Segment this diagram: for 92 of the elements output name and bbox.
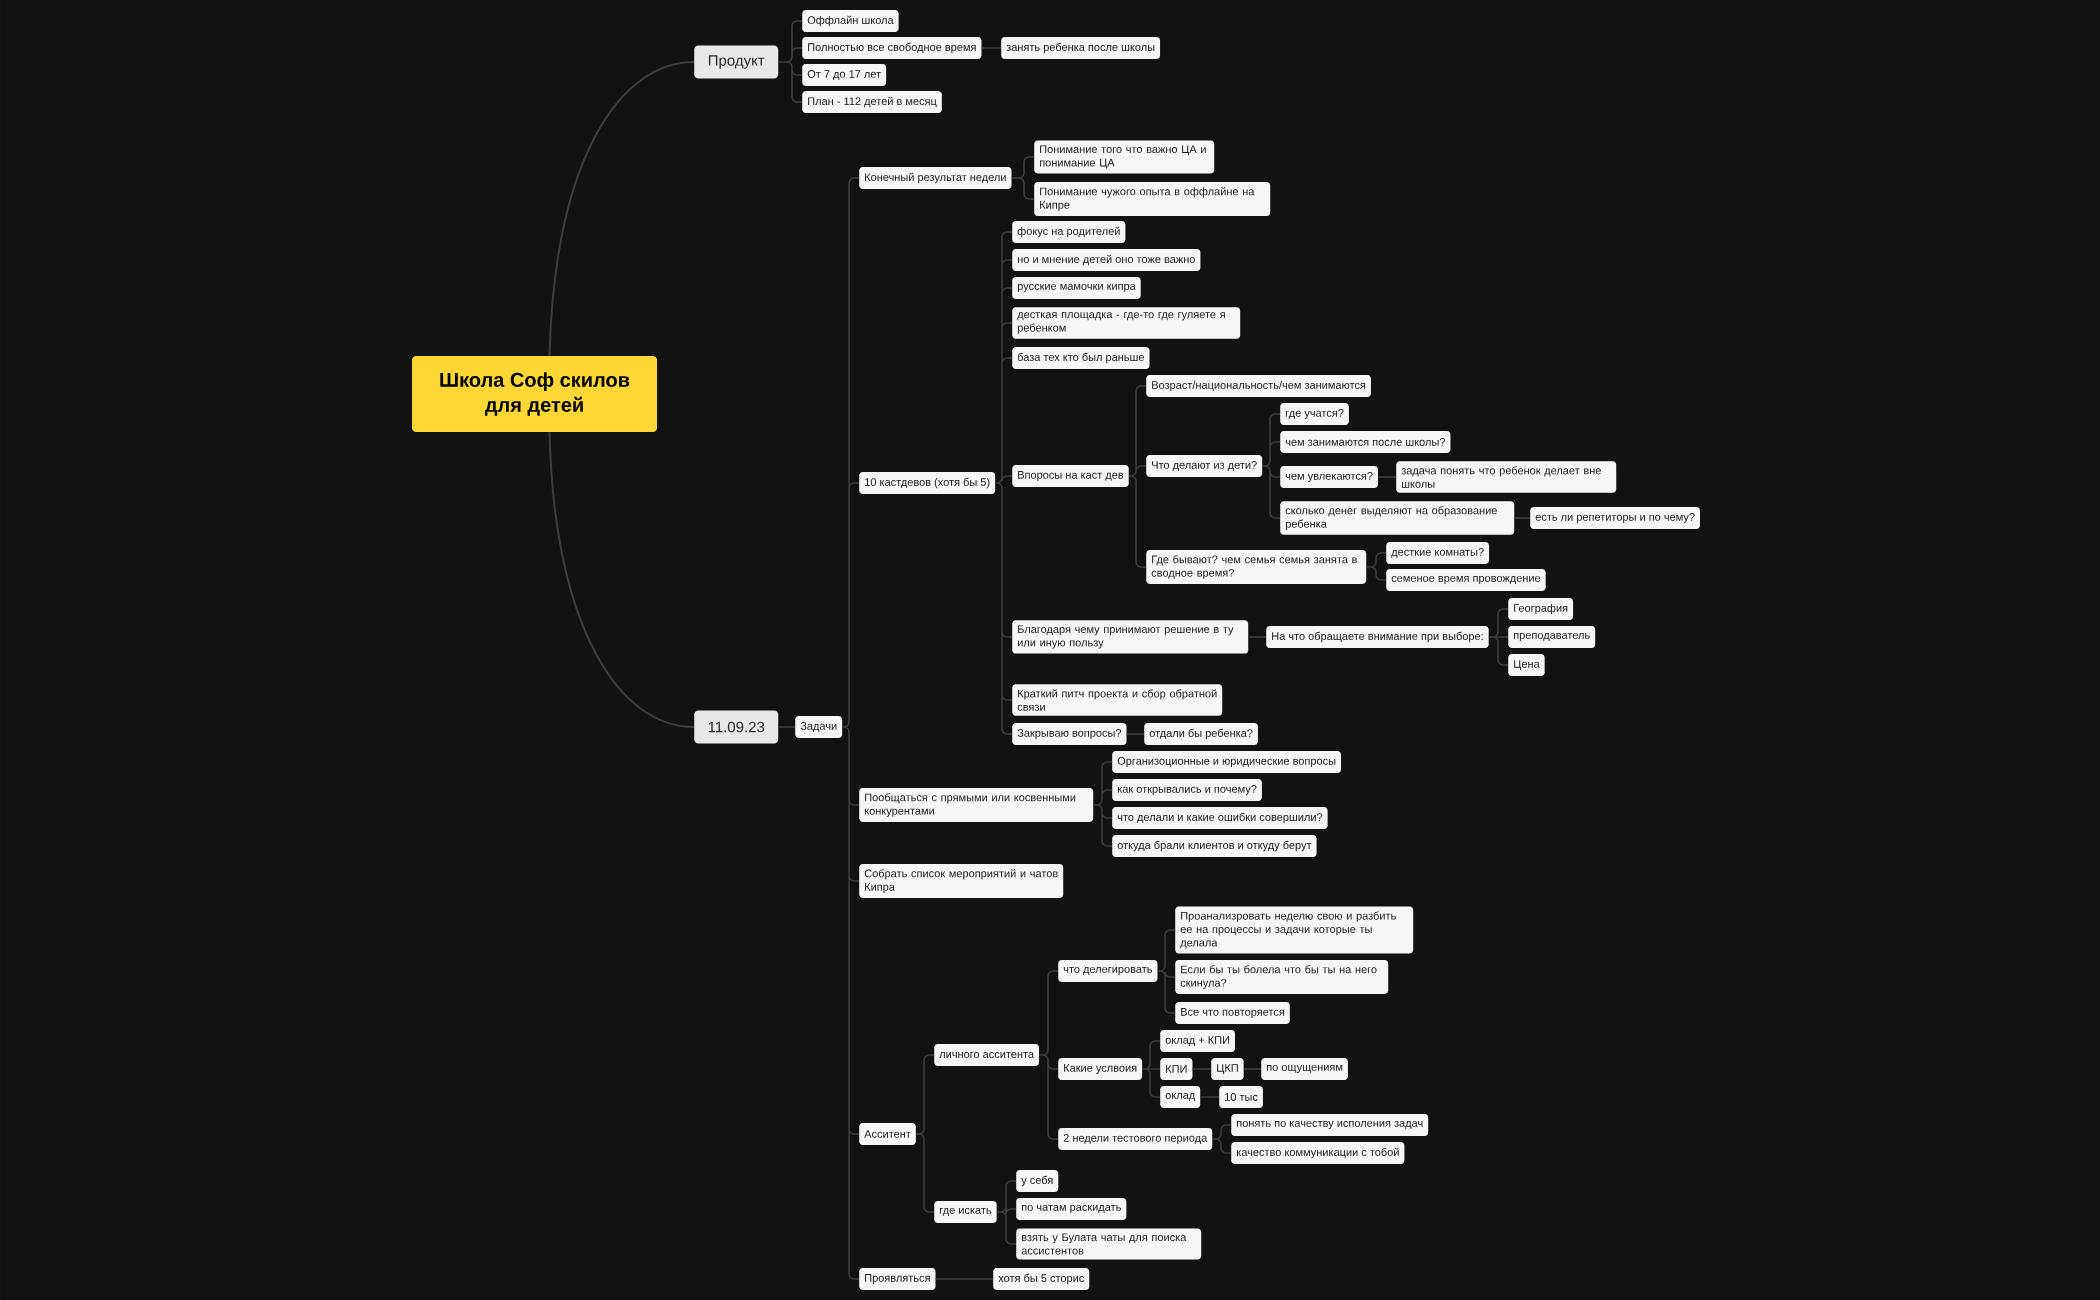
subtopic-box: Если бы ты болела что бы ты на него скинула? — [1175, 960, 1389, 994]
subtopic-box: чем занимаются после школы? — [1280, 431, 1451, 453]
connector-line — [1128, 385, 1147, 568]
subtopic-box: где искать — [934, 1201, 997, 1223]
subtopic-box: Пообщаться с прямыми или косвенными конкурентами — [859, 788, 1094, 822]
subtopic-box: Проанализровать неделю свою и разбить ее на процессы и задачи которые ты делала — [1175, 906, 1414, 954]
subtopic-box: десткая площадка - где-то где гуляете я ребенком — [1012, 307, 1241, 339]
subtopic-box: Какие услвоия — [1058, 1058, 1143, 1080]
subtopic-box: у себя — [1016, 1170, 1059, 1192]
connector-line — [1488, 608, 1509, 666]
subtopic-box: Оффлайн школа — [802, 10, 899, 32]
connector-line — [980, 47, 1002, 49]
subtopic-box: понять по качеству исполения задач — [1231, 1114, 1429, 1136]
branch-topic-box: 11.09.23 — [694, 710, 779, 744]
subtopic-box: Закрываю вопросы? — [1012, 723, 1127, 745]
subtopic-box: 10 кастдевов (хотя бы 5) — [859, 472, 996, 494]
subtopic-box: где учатся? — [1280, 403, 1349, 425]
connector-line — [994, 231, 1013, 735]
subtopic-box: задача понять что ребенок делает вне школы — [1396, 461, 1617, 493]
subtopic-box: Полностью все свободное время — [802, 37, 982, 59]
subtopic-box: хотя бы 5 сторис — [993, 1268, 1090, 1290]
subtopic-box: ЦКП — [1211, 1058, 1244, 1080]
connector-line — [1125, 733, 1145, 735]
subtopic-box: оклад + КПИ — [1160, 1030, 1235, 1052]
subtopic-box: Собрать список мероприятий и чатов Кипра — [859, 864, 1064, 898]
subtopic-box: Где бывают? чем семья семья занята в сводное время? — [1146, 550, 1367, 584]
connector-line — [777, 20, 803, 103]
connector-line — [1156, 929, 1176, 1014]
connector-line — [1199, 1096, 1220, 1098]
subtopic-box: по чатам раскидать — [1016, 1198, 1127, 1220]
connector-line — [548, 431, 695, 728]
subtopic-box: Что делают из дети? — [1146, 455, 1263, 477]
subtopic-box: база тех кто был раньше — [1012, 347, 1150, 369]
subtopic-box: Понимание того что важно ЦА и понимание ЦА — [1034, 140, 1215, 174]
subtopic-box: География — [1508, 598, 1574, 620]
connector-line — [996, 1180, 1017, 1245]
subtopic-box: занять ребенка после школы — [1001, 37, 1161, 59]
connector-line — [1513, 517, 1531, 519]
subtopic-box: КПИ — [1160, 1058, 1193, 1080]
subtopic-box: На что обращаете внимание при выборе: — [1266, 626, 1489, 648]
connector-line — [1247, 636, 1267, 638]
connector-line — [1092, 761, 1113, 847]
subtopic-box: чем увлекаются? — [1280, 466, 1378, 488]
connector-line — [1365, 552, 1387, 581]
subtopic-box: десткие комнаты? — [1386, 542, 1490, 564]
connector-line — [841, 177, 860, 1280]
subtopic-box: есть ли репетиторы и по чему? — [1530, 507, 1700, 529]
connector-line — [915, 1054, 935, 1213]
subtopic-box: преподаватель — [1508, 626, 1596, 648]
connector-line — [1191, 1068, 1212, 1070]
subtopic-box: русские мамочки кипра — [1012, 277, 1141, 299]
connector-line — [1211, 1124, 1232, 1154]
subtopic-box: Все что повторяется — [1175, 1002, 1290, 1024]
subtopic-box: семеное время провождение — [1386, 569, 1546, 591]
connector-line — [1038, 970, 1059, 1140]
subtopic-box: Цена — [1508, 654, 1545, 676]
connector-line — [1261, 413, 1281, 519]
subtopic-box: 10 тыс — [1219, 1086, 1263, 1108]
subtopic-box: Понимание чужого опыта в оффлайне на Кипре — [1034, 182, 1271, 216]
subtopic-box: качество коммуникации с тобой — [1231, 1142, 1405, 1164]
connector-line — [548, 61, 695, 357]
connector-line — [1243, 1068, 1262, 1070]
subtopic-box: Проявляться — [859, 1268, 936, 1290]
subtopic-box: Впоросы на каст дев — [1012, 465, 1129, 487]
connector-line — [1010, 156, 1035, 200]
subtopic-box: Организоционные и юридические вопросы — [1112, 751, 1341, 773]
subtopic-box: сколько денег выделяют на образование ребенка — [1280, 501, 1515, 535]
connector-line — [1141, 1040, 1161, 1098]
subtopic-box: 2 недели тестового периода — [1058, 1128, 1213, 1150]
subtopic-box: От 7 до 17 лет — [802, 64, 887, 86]
subtopic-box: что делали и какие ошибки совершили? — [1112, 807, 1328, 829]
central-topic-box: Школа Соф скилов для детей — [412, 356, 657, 432]
subtopic-box: отдали бы ребенка? — [1144, 723, 1258, 745]
subtopic-box: фокус на родителей — [1012, 221, 1126, 243]
subtopic-box: откуда брали клиентов и откуду берут — [1112, 835, 1317, 857]
branch-topic-box: Продукт — [694, 45, 779, 79]
subtopic-box: План - 112 детей в месяц — [802, 91, 942, 113]
subtopic-box: что делегировать — [1058, 960, 1158, 982]
subtopic-box: Задачи — [795, 716, 843, 738]
connector-line — [1377, 476, 1397, 478]
subtopic-box: взять у Булата чаты для поиска ассистентов — [1016, 1228, 1202, 1260]
connector-line — [777, 726, 796, 728]
subtopic-box: Благодаря чему принимают решение в ту или иную пользу — [1012, 620, 1249, 654]
subtopic-box: Краткий питч проекта и сбор обратной связи — [1012, 684, 1223, 716]
subtopic-box: оклад — [1160, 1086, 1201, 1108]
subtopic-box: Возраст/национальность/чем занимаются — [1146, 375, 1371, 397]
subtopic-box: Асситент — [859, 1123, 916, 1145]
subtopic-box: Конечный результат недели — [859, 167, 1012, 189]
subtopic-box: по ощущениям — [1261, 1058, 1348, 1080]
subtopic-box: личного асситента — [934, 1044, 1040, 1066]
subtopic-box: как открывались и почему? — [1112, 779, 1262, 801]
subtopic-box: но и мнение детей оно тоже важно — [1012, 249, 1201, 271]
